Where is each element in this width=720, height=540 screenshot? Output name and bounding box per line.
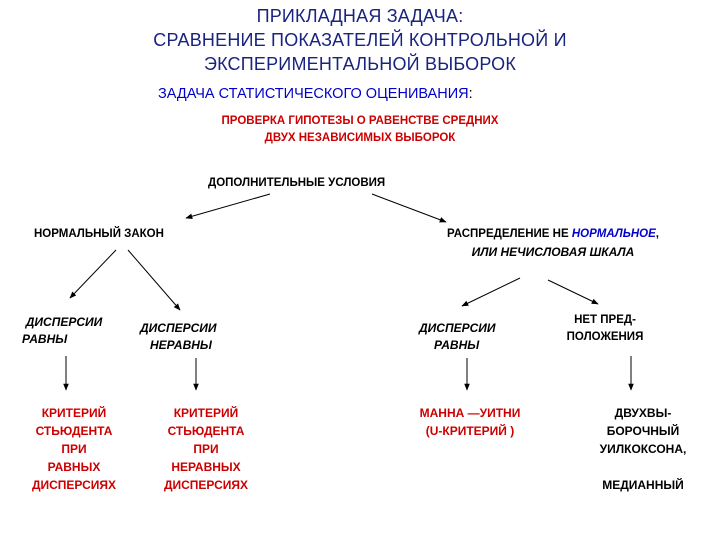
result-student-unequal-line-2: СТЬЮДЕНТА <box>167 424 245 438</box>
node-no-assumption-line-1: НЕТ ПРЕД- <box>574 314 636 326</box>
node-unequal-line-2: НЕРАВНЫ <box>150 338 212 352</box>
result-student-equal: КРИТЕРИЙ СТЬЮДЕНТА ПРИ РАВНЫХ ДИСПЕРСИЯХ <box>14 404 134 494</box>
result-student-unequal: КРИТЕРИЙ СТЬЮДЕНТА ПРИ НЕРАВНЫХ ДИСПЕРСИ… <box>146 404 266 494</box>
result-student-equal-line-1: КРИТЕРИЙ <box>41 406 107 420</box>
non-normal-line-1: РАСПРЕДЕЛЕНИЕ НЕ НОРМАЛЬНОЕ, <box>408 228 698 240</box>
task-label: ЗАДАЧА СТАТИСТИЧЕСКОГО ОЦЕНИВАНИЯ: <box>158 86 473 102</box>
arrow-to-equal-right <box>461 277 521 307</box>
arrow-to-non-normal <box>371 193 447 223</box>
result-student-unequal-line-4: НЕРАВНЫХ <box>171 460 241 474</box>
result-mann-whitney: МАННА —УИТНИ (U-КРИТЕРИЙ ) <box>410 404 530 440</box>
node-equal-left-line-2: РАВНЫ <box>22 332 68 346</box>
result-wilcoxon-line-2: БОРОЧНЫЙ <box>606 424 680 438</box>
result-mann-whitney-line-2: (U-КРИТЕРИЙ ) <box>425 424 515 438</box>
conditions-label: ДОПОЛНИТЕЛЬНЫЕ УСЛОВИЯ <box>208 177 386 189</box>
node-equal-left-line-1: ДИСПЕРСИИ <box>25 315 103 329</box>
title-line-1: ПРИКЛАДНАЯ ЗАДАЧА: <box>256 6 464 26</box>
result-student-equal-line-2: СТЬЮДЕНТА <box>35 424 113 438</box>
result-student-equal-line-3: ПРИ <box>61 442 87 456</box>
task-label-text: ЗАДАЧА СТАТИСТИЧЕСКОГО ОЦЕНИВАНИЯ <box>158 86 469 102</box>
node-unequal-line-1: ДИСПЕРСИИ <box>140 321 217 335</box>
result-student-unequal-line-5: ДИСПЕРСИЯХ <box>163 478 249 492</box>
result-student-equal-line-5: ДИСПЕРСИЯХ <box>31 478 117 492</box>
non-normal-emphasis: НОРМАЛЬНОЕ <box>571 228 656 240</box>
title-line-3: ЭКСПЕРИМЕНТАЛЬНОЙ ВЫБОРОК <box>203 54 517 74</box>
arrow-to-unequal <box>127 249 181 311</box>
result-mann-whitney-line-1: МАННА —УИТНИ <box>419 406 521 420</box>
hypothesis-line-1: ПРОВЕРКА ГИПОТЕЗЫ О РАВЕНСТВЕ СРЕДНИХ <box>221 115 499 127</box>
title-line-2: СРАВНЕНИЕ ПОКАЗАТЕЛЕЙ КОНТРОЛЬНОЙ И <box>153 30 567 50</box>
node-equal-right-line-2: РАВНЫ <box>434 338 480 352</box>
result-student-equal-line-4: РАВНЫХ <box>47 460 101 474</box>
result-wilcoxon: ДВУХВЫ- БОРОЧНЫЙ УИЛКОКСОНА, МЕДИАННЫЙ <box>575 404 711 494</box>
non-normal-part-1: РАСПРЕДЕЛЕНИЕ НЕ <box>447 228 572 240</box>
result-student-unequal-line-3: ПРИ <box>193 442 219 456</box>
result-student-unequal-line-1: КРИТЕРИЙ <box>173 406 239 420</box>
node-equal-right-line-1: ДИСПЕРСИИ <box>419 321 496 335</box>
arrow-to-equal-left <box>69 249 117 299</box>
result-wilcoxon-line-4: МЕДИАННЫЙ <box>602 478 684 492</box>
result-wilcoxon-line-3: УИЛКОКСОНА, <box>599 442 687 456</box>
result-wilcoxon-line-1: ДВУХВЫ- <box>614 406 672 420</box>
non-normal-line-2: ИЛИ НЕЧИСЛОВАЯ ШКАЛА <box>471 245 635 259</box>
node-no-assumption-line-2: ПОЛОЖЕНИЯ <box>566 331 644 343</box>
arrow-to-no-assumption <box>547 279 599 305</box>
arrow-to-normal-law <box>185 193 271 219</box>
hypothesis-line-2: ДВУХ НЕЗАВИСИМЫХ ВЫБОРОК <box>264 132 456 144</box>
task-label-colon: : <box>468 86 473 102</box>
non-normal-part-2: , <box>655 228 659 240</box>
normal-law-label: НОРМАЛЬНЫЙ ЗАКОН <box>34 228 164 240</box>
